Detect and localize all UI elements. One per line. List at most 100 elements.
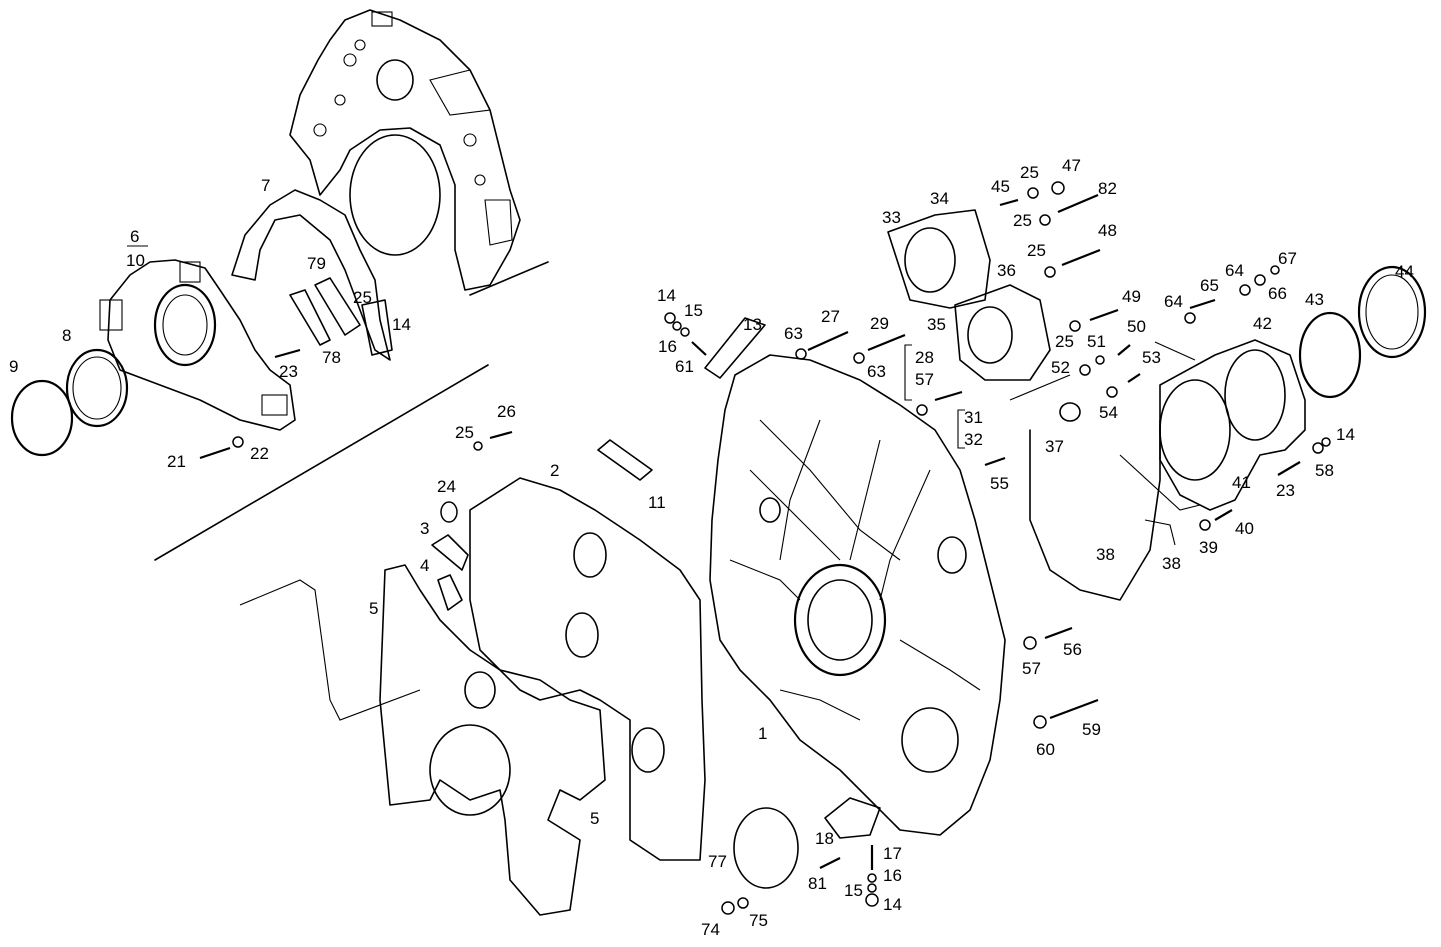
plate-3 bbox=[431, 534, 469, 571]
callout-35: 35 bbox=[927, 315, 946, 334]
tube-11 bbox=[597, 439, 653, 481]
plate-5 bbox=[379, 564, 606, 916]
callout-59: 59 bbox=[1082, 720, 1101, 739]
callout-82: 82 bbox=[1098, 179, 1117, 198]
callout-22: 22 bbox=[250, 444, 269, 463]
callout-64b: 64 bbox=[1225, 261, 1244, 280]
callout-26: 26 bbox=[497, 402, 516, 421]
callout-13: 13 bbox=[743, 315, 762, 334]
ring-9 bbox=[10, 379, 74, 457]
callout-14d: 14 bbox=[883, 895, 902, 914]
callout-56: 56 bbox=[1063, 640, 1082, 659]
callout-6: 6 bbox=[130, 227, 140, 246]
callout-25d: 25 bbox=[1013, 211, 1032, 230]
plate-18 bbox=[824, 797, 881, 839]
callout-50: 50 bbox=[1127, 317, 1146, 336]
engine-block-outline-lower bbox=[239, 579, 421, 721]
callout-57b: 57 bbox=[1022, 659, 1041, 678]
flywheel-housing-1 bbox=[709, 354, 1006, 836]
callout-25c: 25 bbox=[1020, 163, 1039, 182]
callout-43: 43 bbox=[1305, 290, 1324, 309]
callout-65: 65 bbox=[1200, 276, 1219, 295]
callout-60: 60 bbox=[1036, 740, 1055, 759]
callout-3: 3 bbox=[420, 519, 430, 538]
callout-66: 66 bbox=[1268, 284, 1287, 303]
callout-21: 21 bbox=[167, 452, 186, 471]
cover-13 bbox=[704, 317, 766, 379]
callout-74: 74 bbox=[701, 920, 720, 939]
callout-25e: 25 bbox=[1027, 241, 1046, 260]
callout-63b: 63 bbox=[867, 362, 886, 381]
plate-79 bbox=[289, 289, 331, 346]
gasket-7 bbox=[231, 189, 391, 361]
plate-4 bbox=[437, 574, 463, 611]
callout-25a: 25 bbox=[353, 288, 372, 307]
callout-31: 31 bbox=[964, 408, 983, 427]
callout-5b: 5 bbox=[590, 809, 600, 828]
callout-17: 17 bbox=[883, 844, 902, 863]
callout-34: 34 bbox=[930, 189, 949, 208]
plate-33-34 bbox=[887, 209, 991, 309]
callout-61: 61 bbox=[675, 357, 694, 376]
callout-40: 40 bbox=[1235, 519, 1254, 538]
callout-52: 52 bbox=[1051, 358, 1070, 377]
small-bolts bbox=[199, 181, 1331, 915]
bracket-14-25 bbox=[361, 299, 393, 356]
callout-14c: 14 bbox=[1336, 425, 1355, 444]
callout-9: 9 bbox=[9, 357, 19, 376]
plate-2 bbox=[469, 477, 706, 861]
cover-41-42 bbox=[1159, 339, 1306, 511]
seal-8 bbox=[65, 348, 129, 428]
callout-51: 51 bbox=[1087, 332, 1106, 351]
seal-44 bbox=[1357, 265, 1427, 359]
callout-1: 1 bbox=[758, 724, 768, 743]
callout-48: 48 bbox=[1098, 221, 1117, 240]
callout-14b: 14 bbox=[392, 315, 411, 334]
callout-5a: 5 bbox=[369, 599, 379, 618]
callout-25b: 25 bbox=[455, 423, 474, 442]
callout-79: 79 bbox=[307, 254, 326, 273]
callout-77: 77 bbox=[708, 852, 727, 871]
callout-37: 37 bbox=[1045, 437, 1064, 456]
callout-75: 75 bbox=[749, 911, 768, 930]
callout-32: 32 bbox=[964, 430, 983, 449]
callout-27: 27 bbox=[821, 307, 840, 326]
callout-2: 2 bbox=[550, 461, 560, 480]
callout-11: 11 bbox=[648, 493, 666, 512]
callout-18: 18 bbox=[815, 829, 834, 848]
callout-33: 33 bbox=[882, 208, 901, 227]
engine-block-top bbox=[289, 9, 521, 291]
callout-4: 4 bbox=[420, 556, 430, 575]
callout-54: 54 bbox=[1099, 403, 1118, 422]
plate-78 bbox=[314, 277, 361, 336]
callout-8: 8 bbox=[62, 326, 72, 345]
callout-16b: 16 bbox=[883, 866, 902, 885]
seal-43 bbox=[1298, 311, 1362, 399]
banjo-37 bbox=[1059, 402, 1081, 422]
bracket-28-57 bbox=[904, 344, 912, 401]
callout-15b: 15 bbox=[844, 881, 863, 900]
callout-53: 53 bbox=[1142, 348, 1161, 367]
callout-81: 81 bbox=[808, 874, 827, 893]
pipe-38 bbox=[1029, 419, 1161, 601]
callout-36: 36 bbox=[997, 261, 1016, 280]
callout-25f: 25 bbox=[1055, 332, 1074, 351]
divider-line-upper bbox=[469, 261, 549, 296]
callout-10: 10 bbox=[126, 251, 145, 270]
callout-16a: 16 bbox=[658, 337, 677, 356]
callout-41: 41 bbox=[1232, 473, 1251, 492]
plate-35-36 bbox=[954, 284, 1051, 381]
callout-7: 7 bbox=[261, 176, 271, 195]
callout-63a: 63 bbox=[784, 324, 803, 343]
part-6-10-cover bbox=[99, 259, 296, 431]
callout-23b: 23 bbox=[1276, 481, 1295, 500]
callout-14a: 14 bbox=[657, 286, 676, 305]
callout-78: 78 bbox=[322, 348, 341, 367]
callout-67: 67 bbox=[1278, 249, 1297, 268]
cover-77 bbox=[733, 807, 799, 889]
callout-28: 28 bbox=[915, 348, 934, 367]
callout-38a: 38 bbox=[1096, 545, 1115, 564]
divider-line-lower bbox=[154, 364, 489, 561]
